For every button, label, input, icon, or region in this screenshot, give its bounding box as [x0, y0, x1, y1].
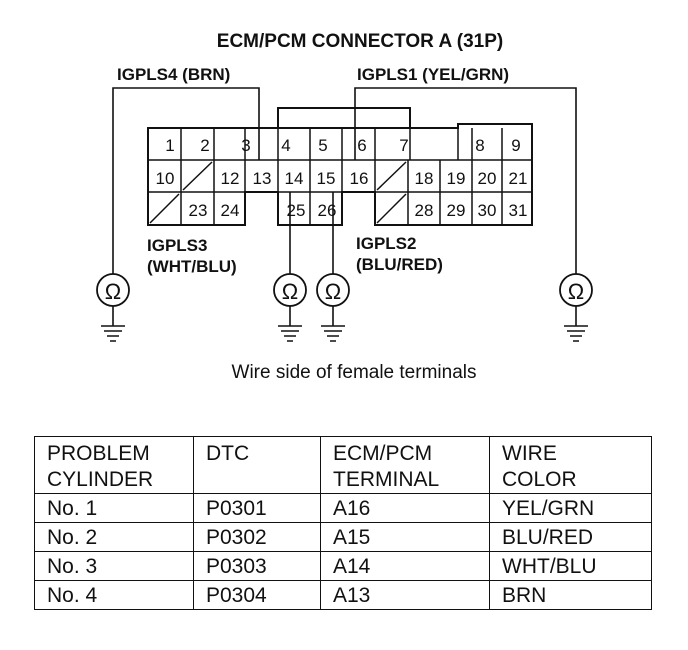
label-igpls2-name: IGPLS2 [356, 234, 416, 253]
cell-terminal: A16 [320, 493, 490, 523]
table-row: No. 4 P0304 A13 BRN [34, 580, 652, 610]
terminal-5: 5 [318, 136, 327, 155]
terminal-26: 26 [318, 201, 337, 220]
terminal-9: 9 [511, 136, 520, 155]
cell-dtc: P0302 [193, 522, 321, 552]
ground-icon [278, 306, 302, 342]
terminal-13: 13 [253, 169, 272, 188]
cell-wire-color: YEL/GRN [489, 493, 652, 523]
terminal-16: 16 [350, 169, 369, 188]
label-igpls3-name: IGPLS3 [147, 236, 207, 255]
cell-dtc: P0303 [193, 551, 321, 581]
table-row: No. 3 P0303 A14 WHT/BLU [34, 551, 652, 581]
connector-diagram: ECM/PCM CONNECTOR A (31P) 1 2 3 4 5 [96, 31, 593, 383]
terminal-21: 21 [509, 169, 528, 188]
ohmmeter-3: Ω [316, 273, 350, 342]
terminal-8: 8 [475, 136, 484, 155]
cell-dtc: P0301 [193, 493, 321, 523]
cell-wire-color: BLU/RED [489, 522, 652, 552]
terminal-15: 15 [317, 169, 336, 188]
terminal-29: 29 [447, 201, 466, 220]
header-wire-color: WIRE COLOR [489, 436, 652, 494]
diagram-title: ECM/PCM CONNECTOR A (31P) [217, 31, 503, 52]
label-igpls1: IGPLS1 (YEL/GRN) [357, 65, 509, 84]
ground-icon [321, 306, 345, 342]
cell-cylinder: No. 2 [34, 522, 194, 552]
dtc-table: PROBLEM CYLINDER DTC ECM/PCM TERMINAL WI… [34, 436, 652, 610]
table-header-row: PROBLEM CYLINDER DTC ECM/PCM TERMINAL WI… [34, 436, 652, 494]
terminal-25: 25 [287, 201, 306, 220]
diagram-caption: Wire side of female terminals [232, 362, 477, 383]
probe-wires [112, 87, 577, 274]
terminal-1: 1 [165, 136, 174, 155]
label-igpls2-color: (BLU/RED) [356, 255, 443, 274]
header-dtc: DTC [193, 436, 321, 494]
terminal-numbers: 1 2 3 4 5 6 7 8 9 10 12 13 14 15 16 18 1… [156, 136, 528, 220]
terminal-10: 10 [156, 169, 175, 188]
ground-icon [564, 306, 588, 342]
terminal-30: 30 [478, 201, 497, 220]
terminal-19: 19 [447, 169, 466, 188]
terminal-14: 14 [285, 169, 304, 188]
ground-icon [101, 306, 125, 342]
terminal-28: 28 [415, 201, 434, 220]
terminal-18: 18 [415, 169, 434, 188]
label-igpls3-color: (WHT/BLU) [147, 257, 237, 276]
terminal-4: 4 [281, 136, 290, 155]
ohmmeter-4: Ω [559, 273, 593, 342]
ohm-symbol-icon: Ω [282, 279, 298, 304]
cell-wire-color: WHT/BLU [489, 551, 652, 581]
terminal-20: 20 [478, 169, 497, 188]
cell-terminal: A15 [320, 522, 490, 552]
empty-cell-marks [149, 161, 407, 224]
label-igpls4: IGPLS4 (BRN) [117, 65, 230, 84]
ohmmeter-2: Ω [273, 273, 307, 342]
terminal-3: 3 [241, 136, 250, 155]
cell-cylinder: No. 1 [34, 493, 194, 523]
cell-dividers [180, 128, 503, 225]
ohm-symbol-icon: Ω [105, 279, 121, 304]
terminal-12: 12 [221, 169, 240, 188]
ohm-symbol-icon: Ω [568, 279, 584, 304]
cell-terminal: A13 [320, 580, 490, 610]
table-row: No. 2 P0302 A15 BLU/RED [34, 522, 652, 552]
cell-wire-color: BRN [489, 580, 652, 610]
cell-cylinder: No. 3 [34, 551, 194, 581]
terminal-7: 7 [399, 136, 408, 155]
ohm-symbol-icon: Ω [325, 279, 341, 304]
cell-dtc: P0304 [193, 580, 321, 610]
header-ecm-pcm-terminal: ECM/PCM TERMINAL [320, 436, 490, 494]
terminal-2: 2 [200, 136, 209, 155]
cell-terminal: A14 [320, 551, 490, 581]
terminal-23: 23 [189, 201, 208, 220]
table-row: No. 1 P0301 A16 YEL/GRN [34, 493, 652, 523]
cell-cylinder: No. 4 [34, 580, 194, 610]
terminal-31: 31 [509, 201, 528, 220]
header-problem-cylinder: PROBLEM CYLINDER [34, 436, 194, 494]
terminal-24: 24 [221, 201, 240, 220]
terminal-6: 6 [357, 136, 366, 155]
ohmmeter-1: Ω [96, 273, 130, 342]
